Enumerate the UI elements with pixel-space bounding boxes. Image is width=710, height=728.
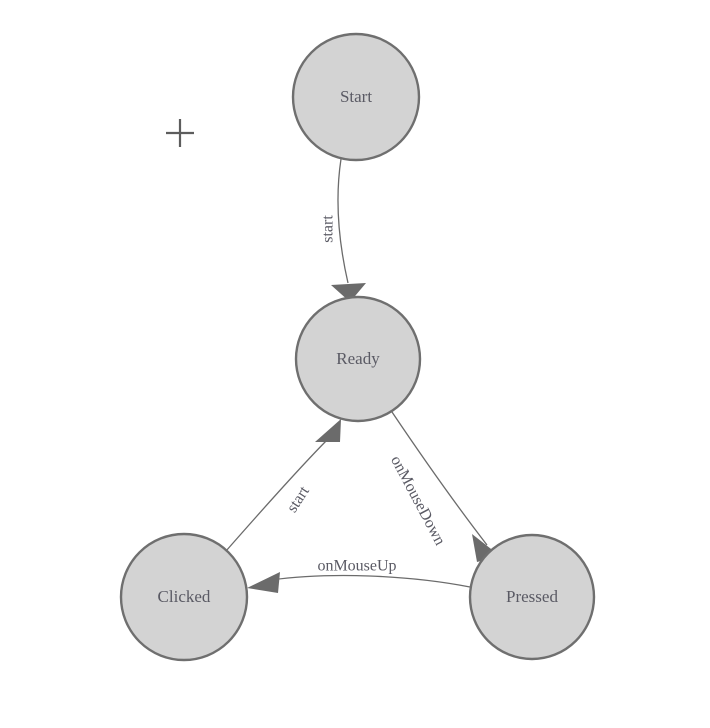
edge-label-start-to-ready: start [320,215,337,243]
edge-pressed-to-clicked[interactable] [247,572,471,593]
node-label: Ready [336,349,380,368]
edge-path [391,411,488,546]
node-label: Start [340,87,372,106]
node-circle [119,532,249,662]
arrowhead-icon [247,572,280,593]
edge-path [337,158,349,284]
node-circle [294,295,422,423]
edge-label-clicked-to-ready: start [284,483,314,516]
node-label: Clicked [158,587,211,606]
edge-clicked-to-ready[interactable] [225,419,341,552]
node-circle [291,32,421,162]
node-label: Pressed [506,587,558,606]
edge-label-pressed-to-clicked: onMouseUp [317,558,396,575]
edge-path [225,436,331,552]
node-circle [468,533,596,661]
node-ready[interactable]: Ready [294,295,422,423]
edge-start-to-ready[interactable] [331,158,366,302]
edge-label-ready-to-pressed: onMouseDown [387,453,448,548]
edge-path [270,574,471,588]
arrowhead-icon [315,419,341,442]
node-pressed[interactable]: Pressed [468,533,596,661]
node-clicked[interactable]: Clicked [119,532,249,662]
node-start[interactable]: Start [291,32,421,162]
arrowhead-icon [331,283,366,302]
crosshair-icon [166,119,194,147]
